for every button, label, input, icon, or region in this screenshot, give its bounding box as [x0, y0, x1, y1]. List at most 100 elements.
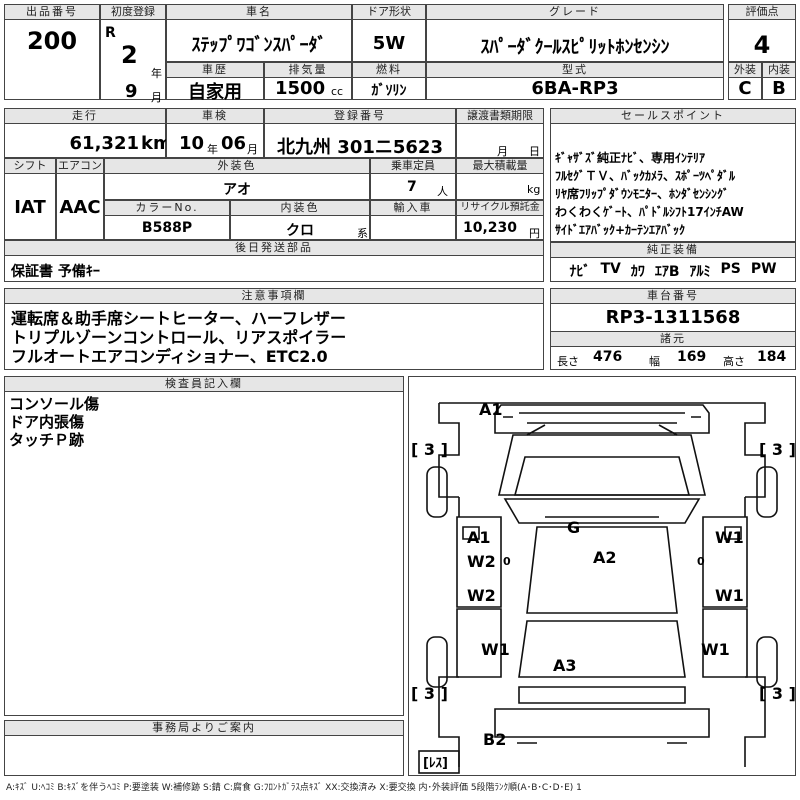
lot-number: 200 [26, 27, 78, 55]
grade-cell: グレード ｽﾊﾟｰﾀﾞｸｰﾙｽﾋﾟﾘｯﾄﾎﾝｾﾝｼﾝ [426, 4, 724, 62]
mark-tread-rf: [ 3 ] [759, 440, 795, 459]
lot-label: 出品番号 [5, 5, 99, 20]
exterior-label: 外装 [729, 63, 761, 78]
history-value: 自家用 [188, 82, 242, 103]
office-panel: 事務局よりご案内 [4, 720, 404, 776]
capacity-unit: 人 [437, 185, 448, 198]
color-no-cell: カラーNo. B588P [104, 200, 230, 240]
mark-tread-rr: [ 3 ] [759, 684, 795, 703]
first-registration-cell: 初度登録 R 2 年 9 月 [100, 4, 166, 104]
exterior-grade-cell: 外装 C [728, 62, 762, 100]
inspector-line: タッチＰ跡 [9, 431, 85, 449]
door-label: ドア形状 [353, 5, 425, 20]
mark-spare: [ﾚｽ] [423, 756, 448, 771]
width-value: 169 [677, 349, 707, 365]
ext-color-cell: 外装色 アオ [104, 158, 370, 200]
displacement-unit: cc [331, 85, 344, 98]
mileage-label: 走行 [5, 109, 165, 124]
recycle-cell: リサイクル預託金 10,230 円 [456, 200, 544, 240]
equipment-item: PW [750, 261, 777, 277]
grade-label: グレード [427, 5, 723, 20]
int-color-unit: 系 [357, 227, 368, 240]
notes-panel: 注意事項欄 運転席＆助手席シートヒーター、ハーフレザー トリプルゾーンコントロー… [4, 288, 544, 370]
recycle-unit: 円 [529, 227, 540, 240]
fuel-label: 燃料 [353, 63, 425, 78]
transfer-cell: 譲渡書類期限 月 日 [456, 108, 544, 158]
inspection-cell: 車検 10 年 06 月 [166, 108, 264, 158]
height-value: 184 [757, 349, 787, 365]
month-value: 9 [125, 81, 138, 102]
model-label: 型式 [427, 63, 723, 78]
mark-zero-2: 0 [697, 555, 705, 568]
transfer-label: 譲渡書類期限 [457, 109, 543, 124]
mileage-value: 61,321 [69, 133, 139, 154]
grade-value: ｽﾊﾟｰﾀﾞｸｰﾙｽﾋﾟﾘｯﾄﾎﾝｾﾝｼﾝ [480, 37, 670, 58]
inspector-list: コンソール傷 ドア内張傷 タッチＰ跡 [9, 395, 99, 449]
inspection-label: 車検 [167, 109, 263, 124]
later-parts-cell: 後日発送部品 保証書 予備ｷｰ [4, 240, 544, 282]
score-label: 評価点 [729, 5, 795, 20]
equipment-item: PS [720, 261, 741, 277]
load-unit: kg [527, 183, 541, 196]
ac-cell: エアコン AAC [56, 158, 104, 240]
notes-list: 運転席＆助手席シートヒーター、ハーフレザー トリプルゾーンコントロール、リアスポ… [11, 309, 346, 366]
fuel-cell: 燃料 ｶﾞｿﾘﾝ [352, 62, 426, 100]
ext-color-label: 外装色 [105, 159, 369, 174]
note-line: トリプルゾーンコントロール、リアスポイラー [11, 328, 347, 347]
displacement-label: 排気量 [265, 63, 351, 78]
equipment-item: ｶﾜ [630, 264, 645, 280]
mark-zero-1: 0 [503, 555, 511, 568]
equipment-list: ﾅﾋﾞ TV ｶﾜ ｴｱB ｱﾙﾐ PS PW [551, 261, 795, 281]
chassis-number: RP3-1311568 [605, 307, 741, 328]
legend: A:ｷｽﾞ U:ﾍｺﾐ B:ｷｽﾞを伴うﾍｺﾐ P:要塗装 W:補修跡 S:錆 … [6, 783, 582, 793]
plate-value: 北九州 301ニ5623 [277, 137, 443, 158]
equipment-item: ﾅﾋﾞ [569, 264, 591, 280]
mark-left-front-door-2: W2 [467, 552, 496, 571]
fuel-value: ｶﾞｿﾘﾝ [371, 83, 407, 99]
car-name-value: ｽﾃｯﾌﾟﾜｺﾞﾝｽﾊﾟｰﾀﾞ [191, 35, 327, 56]
door-cell: ドア形状 5W [352, 4, 426, 62]
mark-right-rear-door: W1 [715, 586, 744, 605]
color-no-label: カラーNo. [105, 201, 229, 216]
sales-points-title: セールスポイント [551, 109, 795, 124]
mark-left-rear-fender: W1 [481, 640, 510, 659]
transfer-day-unit: 日 [529, 145, 540, 158]
displacement-value: 1500 [275, 78, 326, 99]
interior-value: B [772, 78, 786, 99]
equipment-title: 純正装備 [551, 243, 795, 258]
mark-front: A1 [479, 400, 503, 419]
color-no-value: B588P [141, 220, 193, 236]
int-color-cell: 内装色 クロ 系 [230, 200, 370, 240]
car-name-label: 車名 [167, 5, 351, 20]
shift-cell: シフト IAT [4, 158, 56, 240]
chassis-title: 車台番号 [551, 289, 795, 304]
ac-label: エアコン [57, 159, 103, 174]
shift-value: IAT [14, 197, 46, 218]
sales-point: ﾌﾙｾｸﾞＴＶ、ﾊﾞｯｸｶﾒﾗ、ｽﾎﾟｰﾂﾍﾟﾀﾞﾙ [555, 169, 736, 183]
inspector-line: ドア内張傷 [9, 413, 85, 431]
inspector-title: 検査員記入欄 [5, 377, 403, 392]
mileage-cell: 走行 61,321 km [4, 108, 172, 158]
mileage-unit: km [141, 133, 172, 154]
inspector-line: コンソール傷 [9, 395, 100, 413]
sales-points-list: ｷﾞｬｻﾞｽﾞ純正ﾅﾋﾞ、専用ｲﾝﾃﾘｱ ﾌﾙｾｸﾞＴＶ、ﾊﾞｯｸｶﾒﾗ、ｽﾎﾟ… [555, 149, 744, 239]
load-label: 最大積載量 [457, 159, 543, 174]
damage-diagram: A1 G A2 A3 B2 A1 W2 W2 W1 W1 W1 W1 [ 3 ]… [408, 376, 796, 776]
model-cell: 型式 6BA-RP3 [426, 62, 724, 100]
ac-value: AAC [59, 197, 101, 218]
capacity-value: 7 [407, 179, 417, 195]
equipment-item: ｴｱB [654, 264, 680, 280]
shift-label: シフト [5, 159, 55, 174]
car-outline: A1 G A2 A3 B2 A1 W2 W2 W1 W1 W1 W1 [ 3 ]… [411, 400, 795, 774]
office-title: 事務局よりご案内 [5, 721, 403, 736]
transfer-month-unit: 月 [497, 145, 508, 158]
sales-point: わくわくｹﾞｰﾄ、ﾊﾟﾄﾞﾙｼﾌﾄ17ｲﾝﾁAW [555, 205, 744, 219]
exterior-value: C [738, 78, 752, 99]
displacement-cell: 排気量 1500 cc [264, 62, 352, 100]
width-label: 幅 [649, 355, 660, 368]
mark-tread-lr: [ 3 ] [411, 684, 448, 703]
sales-point: ｻｲﾄﾞｴｱﾊﾞｯｸ+ｶｰﾃﾝｴｱﾊﾞｯｸ [555, 223, 686, 237]
era-letter: R [105, 25, 116, 41]
inspector-panel: 検査員記入欄 コンソール傷 ドア内張傷 タッチＰ跡 [4, 376, 404, 716]
inspection-month-unit: 月 [247, 143, 258, 156]
